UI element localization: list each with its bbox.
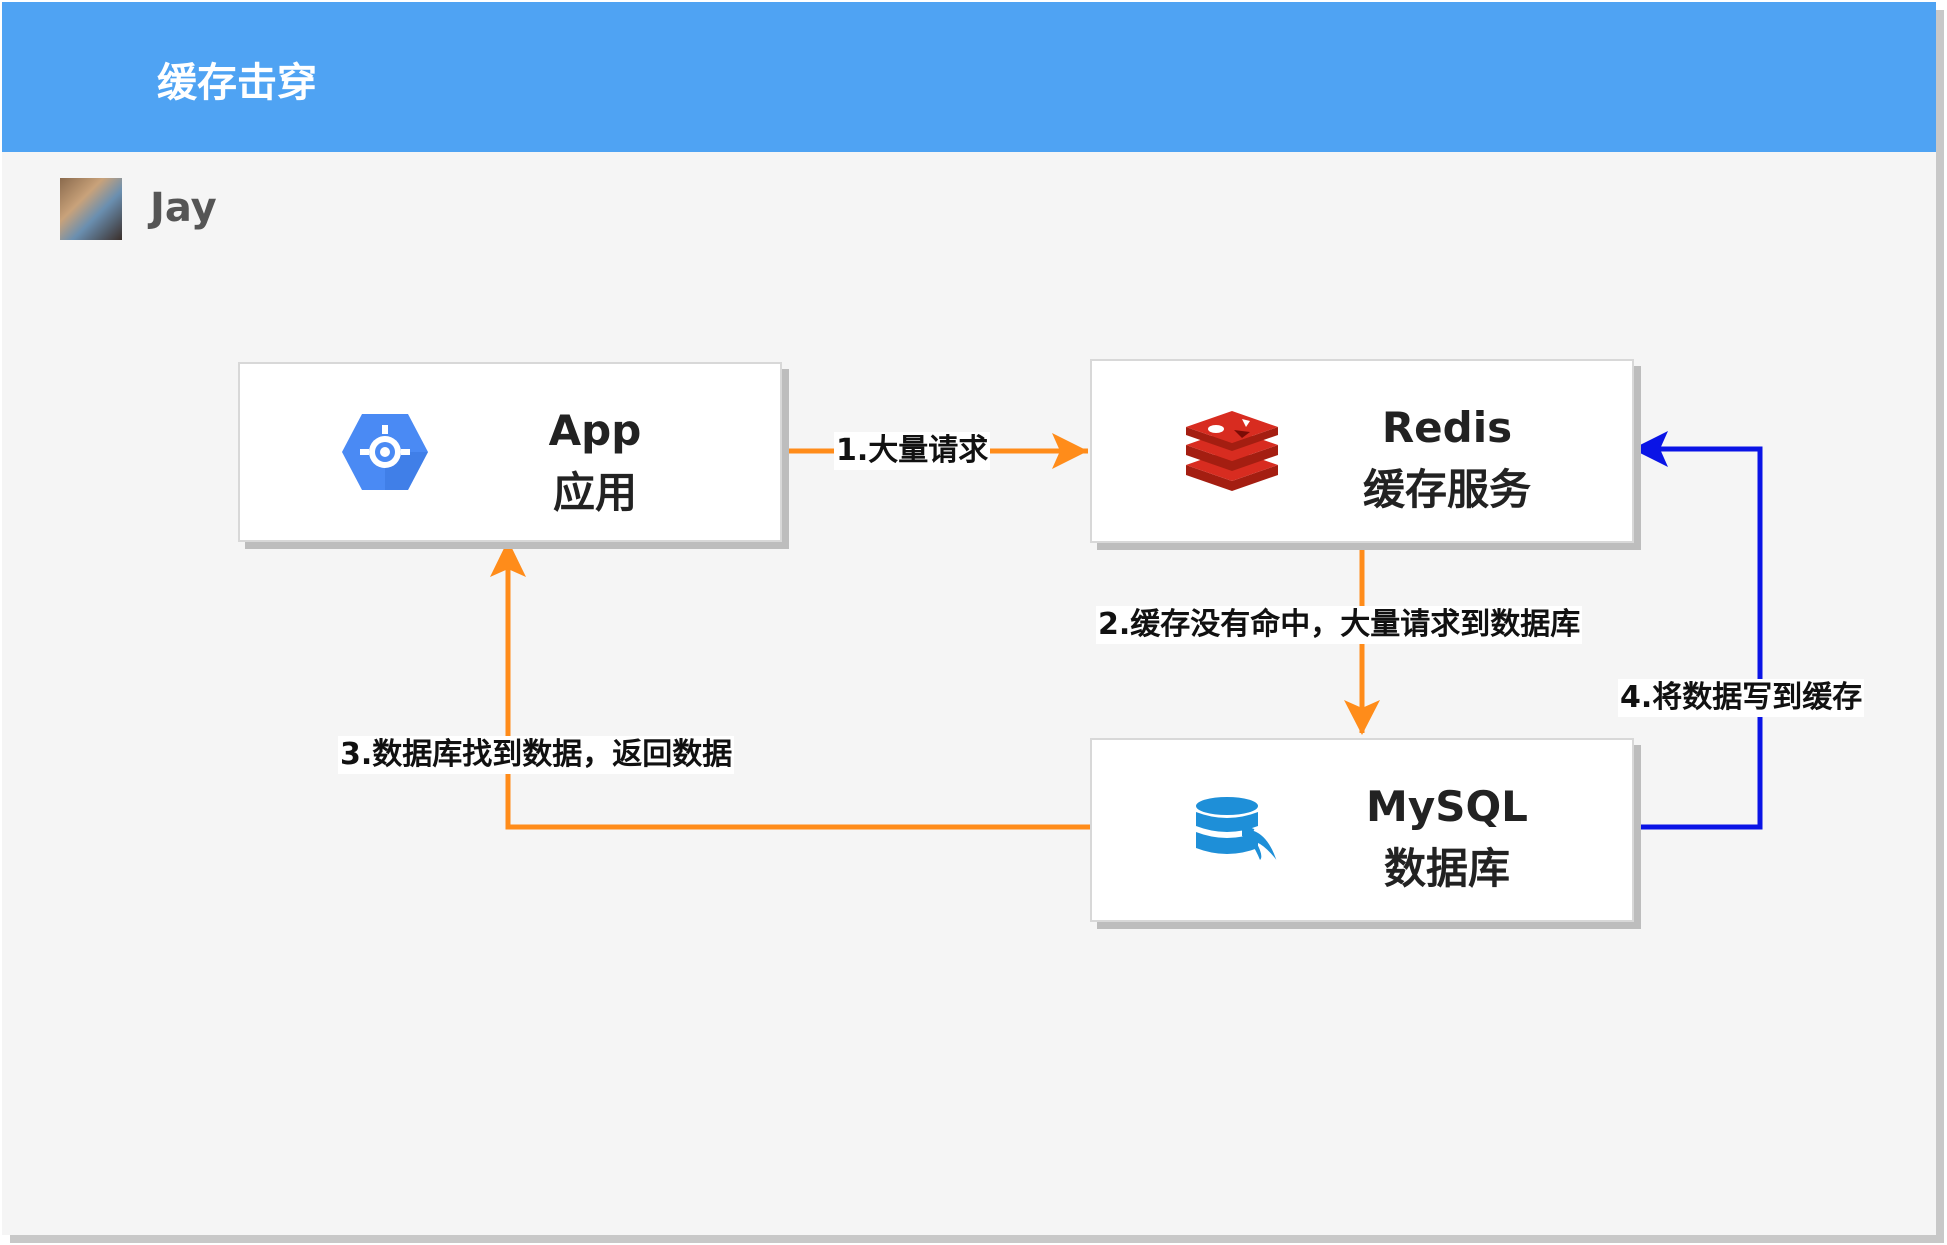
header-bar: 缓存击穿 [2, 2, 1936, 152]
redis-icon [1186, 411, 1278, 491]
node-redis-subtitle: 缓存服务 [1362, 465, 1531, 514]
avatar [60, 178, 122, 240]
edge-label-1: 1.大量请求 [834, 432, 991, 470]
node-app-subtitle: 应用 [552, 468, 637, 517]
app-engine-icon [342, 414, 428, 490]
edge-app-to-redis-arrowhead [1052, 433, 1088, 469]
page-title: 缓存击穿 [157, 60, 317, 106]
edge-label-4: 4.将数据写到缓存 [1618, 679, 1865, 717]
node-mysql-title: MySQL [1366, 782, 1528, 831]
database-icon [1196, 797, 1279, 863]
edge-label-2: 2.缓存没有命中，大量请求到数据库 [1096, 606, 1583, 644]
edge-mysql-to-app [505, 548, 1090, 830]
node-redis[interactable]: Redis 缓存服务 [1090, 359, 1634, 543]
edge-mysql-to-app-arrowhead [490, 540, 526, 577]
edge-mysql-to-redis [1632, 446, 1763, 830]
edge-label-3: 3.数据库找到数据，返回数据 [338, 736, 735, 774]
node-redis-title: Redis [1381, 403, 1513, 452]
node-app[interactable]: App 应用 [238, 362, 782, 542]
node-app-title: App [548, 406, 642, 455]
edge-redis-to-mysql-arrowhead [1344, 700, 1380, 735]
author-name: Jay [150, 185, 217, 231]
edge-mysql-to-redis-arrowhead [1632, 431, 1668, 467]
node-mysql[interactable]: MySQL 数据库 [1090, 738, 1634, 922]
node-mysql-subtitle: 数据库 [1383, 844, 1510, 893]
